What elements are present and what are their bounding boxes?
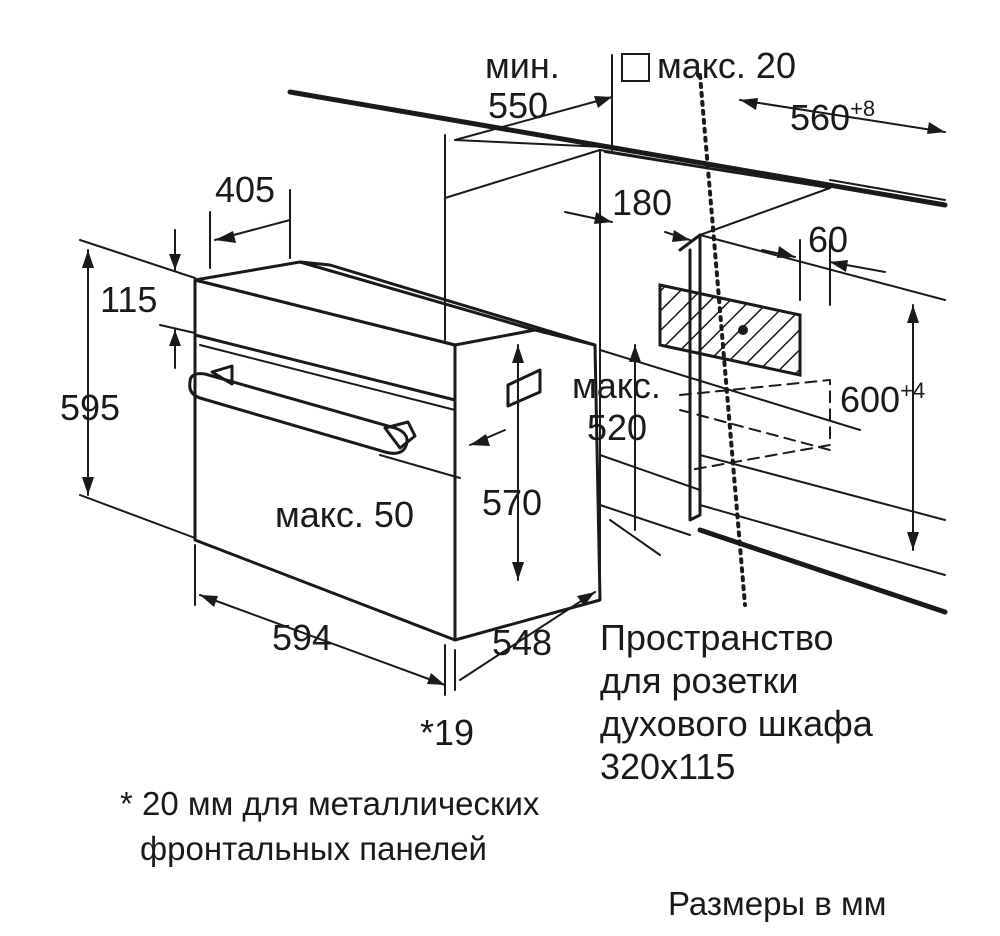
worktop	[287, 89, 948, 208]
socket-note-line1: Пространство	[600, 617, 834, 658]
label-560: 560+8	[790, 96, 875, 138]
label-550: 550	[488, 85, 548, 126]
footnote-line1: * 20 мм для металлических	[120, 785, 540, 822]
footnote: * 20 мм для металлических фронтальных па…	[120, 785, 540, 867]
socket-note: Пространство для розетки духового шкафа …	[600, 617, 874, 787]
label-570: 570	[482, 482, 542, 523]
socket-note-line4: 320x115	[600, 746, 735, 787]
label-115: 115	[100, 279, 157, 320]
units-note: Размеры в мм	[668, 885, 886, 922]
oven	[188, 260, 602, 642]
square-symbol-icon	[621, 53, 650, 82]
footnote-line2: фронтальных панелей	[140, 830, 487, 867]
label-595: 595	[60, 387, 120, 428]
dimension-lines	[79, 54, 946, 696]
label-405: 405	[215, 169, 275, 210]
label-180: 180	[612, 182, 672, 223]
label-max20: макс. 20	[657, 45, 796, 86]
label-max520-b: 520	[587, 407, 647, 448]
label-594: 594	[272, 617, 332, 658]
label-min: мин.	[485, 45, 560, 86]
socket-note-line3: духового шкафа	[600, 703, 874, 744]
dimension-labels: мин. 550 макс. 20 560+8 405 180 60 115 5…	[60, 45, 925, 753]
label-60: 60	[808, 219, 848, 260]
label-600: 600+4	[840, 378, 925, 420]
label-19: *19	[420, 712, 474, 753]
socket-note-line2: для розетки	[600, 660, 798, 701]
label-548: 548	[492, 622, 552, 663]
label-max520-a: макс.	[572, 365, 661, 406]
label-max50: макс. 50	[275, 494, 414, 535]
